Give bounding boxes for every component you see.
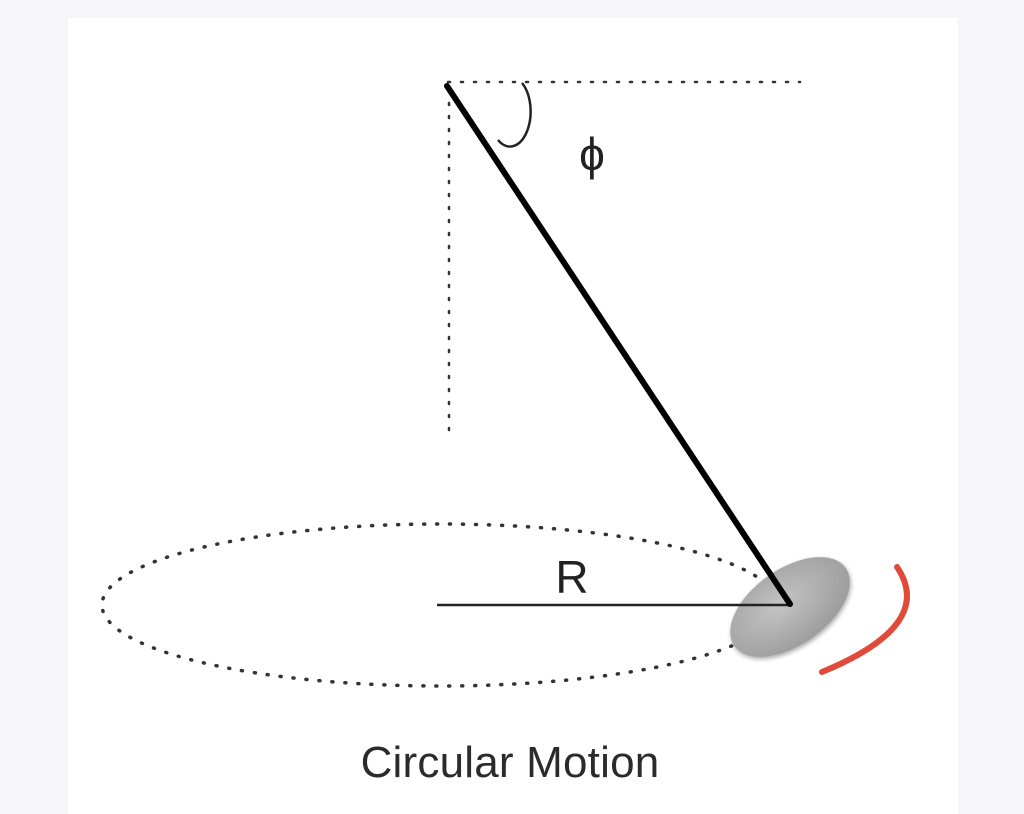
figure-panel [68, 18, 958, 814]
motion-direction-arc [819, 564, 910, 675]
pendulum-string [444, 83, 793, 607]
diagram-caption: Circular Motion [360, 738, 660, 787]
radius-label: R [555, 551, 588, 603]
angle-arc [497, 82, 532, 148]
pendulum-bob [730, 557, 850, 657]
angle-label: ϕ [579, 128, 605, 180]
